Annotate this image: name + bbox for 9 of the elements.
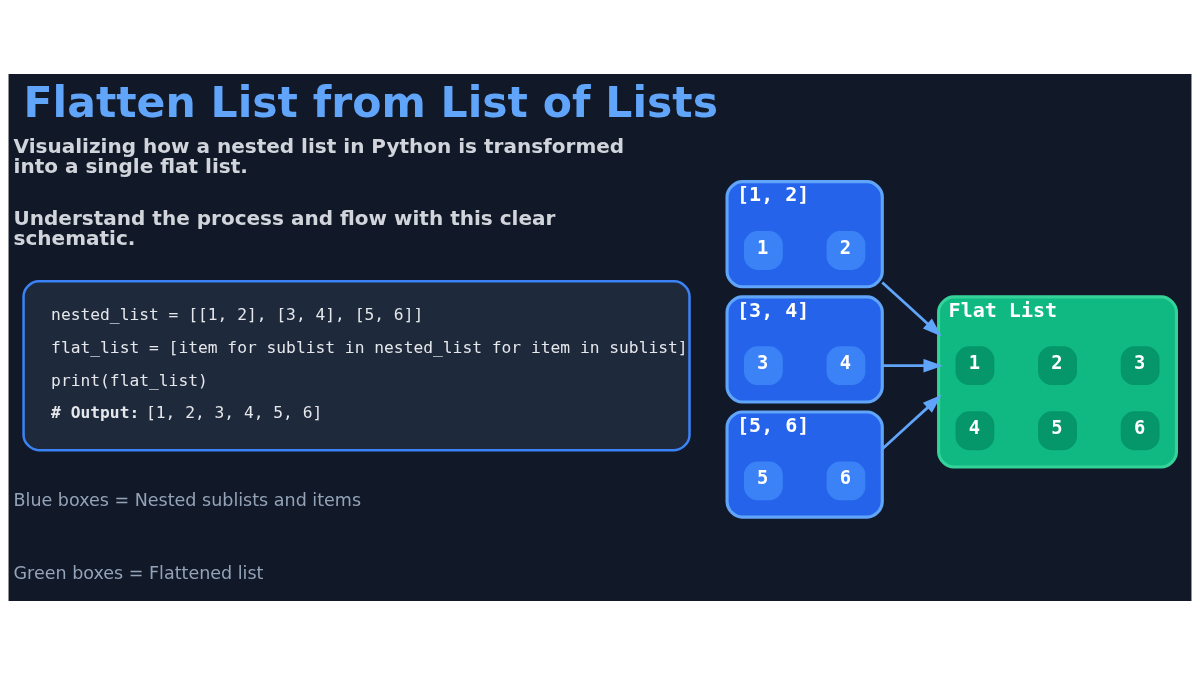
label: Visualizing how a nested list in Python is transformed into a single flat list. — [13, 133, 625, 178]
arrow — [881, 394, 942, 450]
label: Blue boxes = Nested sublists and items — [13, 490, 362, 511]
label: Understand the process and flow with this clear schematic. — [13, 206, 556, 251]
label: Green boxes = Flattened list — [13, 562, 264, 583]
arrow — [882, 358, 943, 373]
arrow — [881, 281, 942, 337]
diagram-title: Flatten List from List of Lists — [23, 76, 719, 127]
node-box: nested_list = [[1, 2], [3, 4], [5, 6]] flat_list = [item for sublist in nested_list for item in sublist] print(flat_list) # Output: [1, 2, 3, 4, 5, 6] — [22, 279, 691, 452]
